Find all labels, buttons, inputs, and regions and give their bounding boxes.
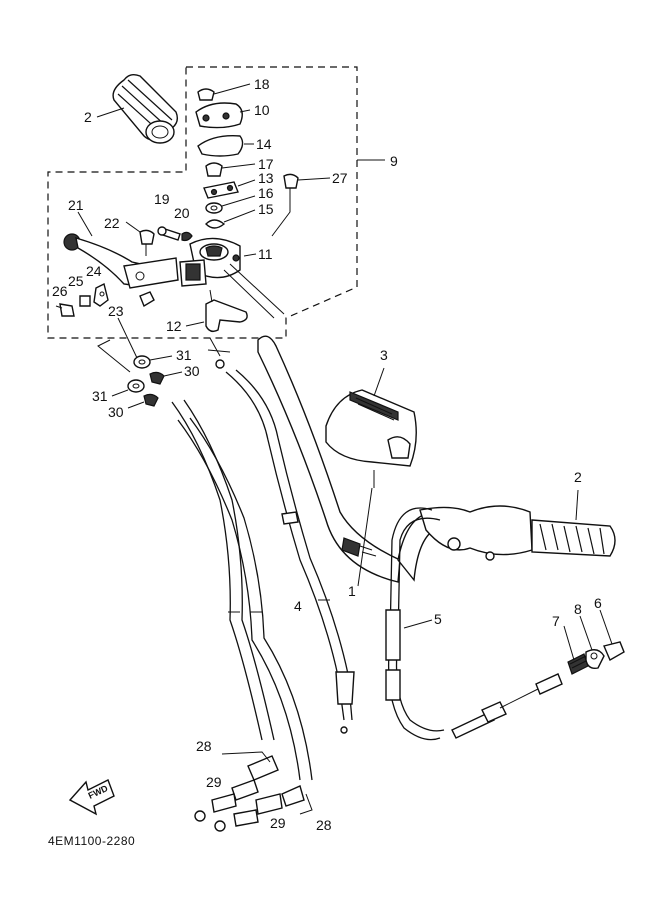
throttle-internal-parts <box>203 162 256 229</box>
label-13: 13 <box>258 170 274 186</box>
label-17: 17 <box>258 156 274 172</box>
label-26: 26 <box>52 283 68 299</box>
label-7: 7 <box>552 613 560 629</box>
label-2-right: 2 <box>574 469 582 485</box>
label-5: 5 <box>434 611 442 627</box>
throttle-cover-parts <box>195 83 254 157</box>
label-25: 25 <box>68 273 84 289</box>
part-number-labels: 2 18 10 14 17 13 16 15 27 9 11 21 22 19 … <box>52 76 602 833</box>
label-28-upper: 28 <box>196 738 212 754</box>
drawing-code: 4EM1100-2280 <box>48 834 135 848</box>
label-18: 18 <box>254 76 270 92</box>
leader-lines <box>97 317 231 373</box>
lever-hardware <box>125 221 193 308</box>
handlebar <box>257 335 435 587</box>
label-30-lower: 30 <box>108 404 124 420</box>
brake-lever <box>63 211 179 289</box>
label-31-lower: 31 <box>92 388 108 404</box>
adjuster-nuts-30-31 <box>111 355 183 409</box>
label-31-upper: 31 <box>176 347 192 363</box>
label-22: 22 <box>104 215 120 231</box>
label-29-upper: 29 <box>206 774 222 790</box>
throttle-cable-5 <box>385 507 445 741</box>
right-grip <box>419 489 616 561</box>
label-14: 14 <box>256 136 272 152</box>
left-grip <box>96 73 179 144</box>
label-27: 27 <box>332 170 348 186</box>
throttle-assembly-boundary <box>47 66 385 339</box>
label-6: 6 <box>594 595 602 611</box>
label-10: 10 <box>254 102 270 118</box>
label-28-lower: 28 <box>316 817 332 833</box>
label-4: 4 <box>294 598 302 614</box>
label-11: 11 <box>258 246 273 262</box>
cable-adjuster-parts <box>451 609 625 739</box>
screw-27 <box>271 173 331 237</box>
label-1: 1 <box>348 583 356 599</box>
throttle-housing <box>179 237 285 319</box>
label-9: 9 <box>390 153 398 169</box>
label-12: 12 <box>166 318 182 334</box>
throttle-cables-28 <box>171 399 313 832</box>
lever-bracket-parts <box>55 282 109 317</box>
label-2-left: 2 <box>84 109 92 125</box>
label-3: 3 <box>380 347 388 363</box>
label-30-upper: 30 <box>184 363 200 379</box>
label-20: 20 <box>174 205 190 221</box>
throttle-lever <box>185 289 248 333</box>
label-29-lower: 29 <box>270 815 286 831</box>
label-24: 24 <box>86 263 102 279</box>
label-23: 23 <box>108 303 124 319</box>
label-15: 15 <box>258 201 274 217</box>
label-8: 8 <box>574 601 582 617</box>
label-21: 21 <box>68 197 84 213</box>
label-16: 16 <box>258 185 274 201</box>
switch-housing <box>325 367 417 467</box>
fwd-direction-arrow: FWD <box>68 779 115 816</box>
label-19: 19 <box>154 191 170 207</box>
clutch-cable-4 <box>215 359 355 734</box>
